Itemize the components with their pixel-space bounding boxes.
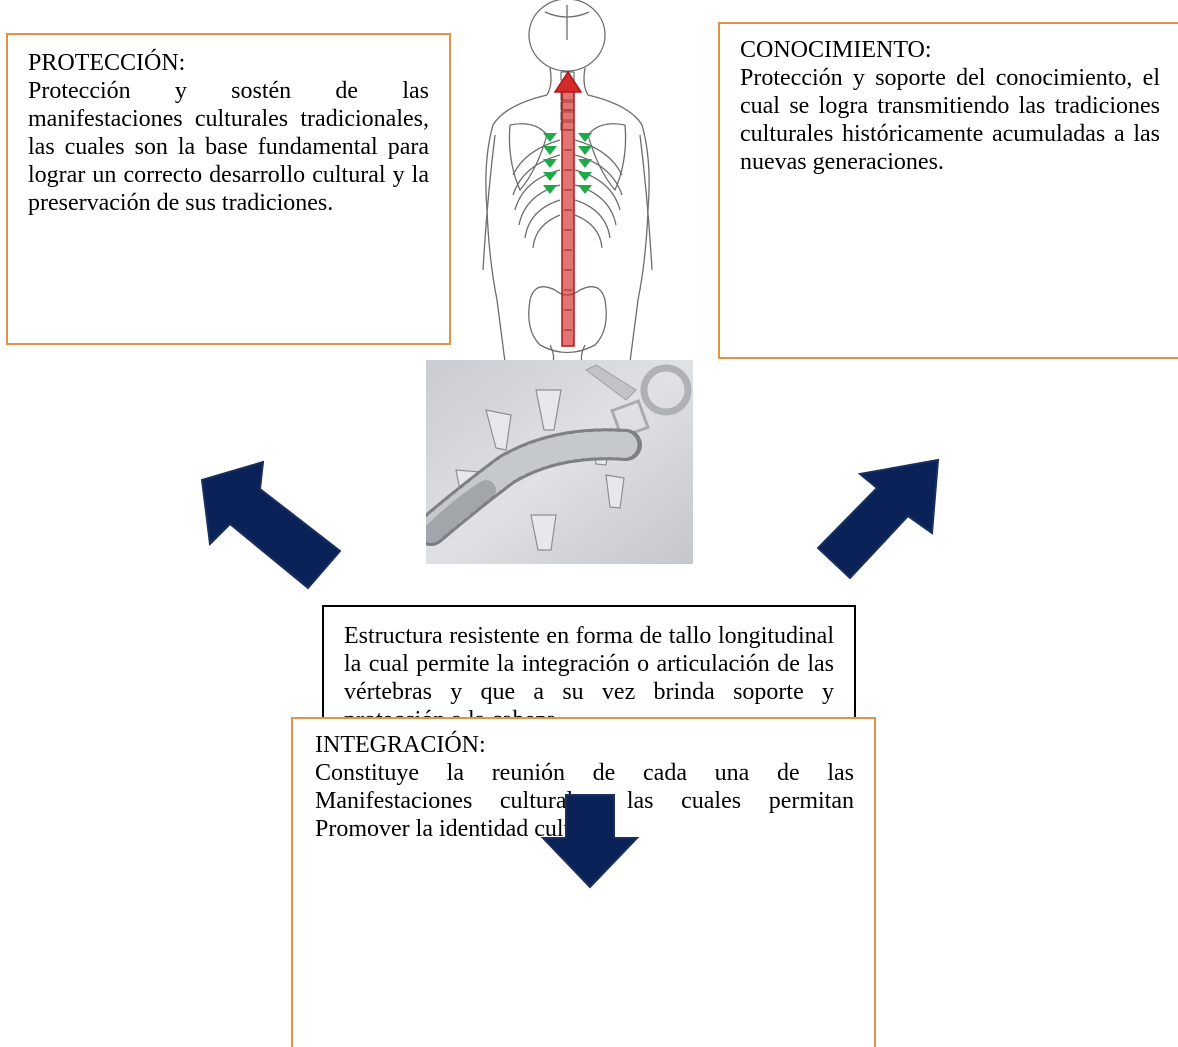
- proteccion-title: PROTECCIÓN:: [28, 50, 186, 76]
- proteccion-text: Protección y sostén de las manifestacion…: [28, 78, 429, 216]
- arrow-up-left-icon: [200, 460, 342, 590]
- estructura-box: Estructura resistente en forma de tallo …: [322, 605, 856, 791]
- integracion-box: INTEGRACIÓN: Constituye la reunión de ca…: [291, 717, 876, 1047]
- spine-sculpture-photo: [426, 360, 693, 564]
- conocimiento-title: CONOCIMIENTO:: [740, 37, 932, 63]
- estructura-text: Estructura resistente en forma de tallo …: [344, 623, 834, 733]
- arrow-up-right-icon: [816, 458, 940, 580]
- spine-illustration: [482, 0, 653, 362]
- conocimiento-text: Protección y soporte del conocimiento, e…: [740, 65, 1160, 175]
- arrow-down-icon: [540, 794, 640, 889]
- conocimiento-box: CONOCIMIENTO: Protección y soporte del c…: [718, 22, 1178, 359]
- proteccion-box: PROTECCIÓN: Protección y sostén de las m…: [6, 33, 451, 345]
- integracion-title: INTEGRACIÓN:: [315, 732, 486, 758]
